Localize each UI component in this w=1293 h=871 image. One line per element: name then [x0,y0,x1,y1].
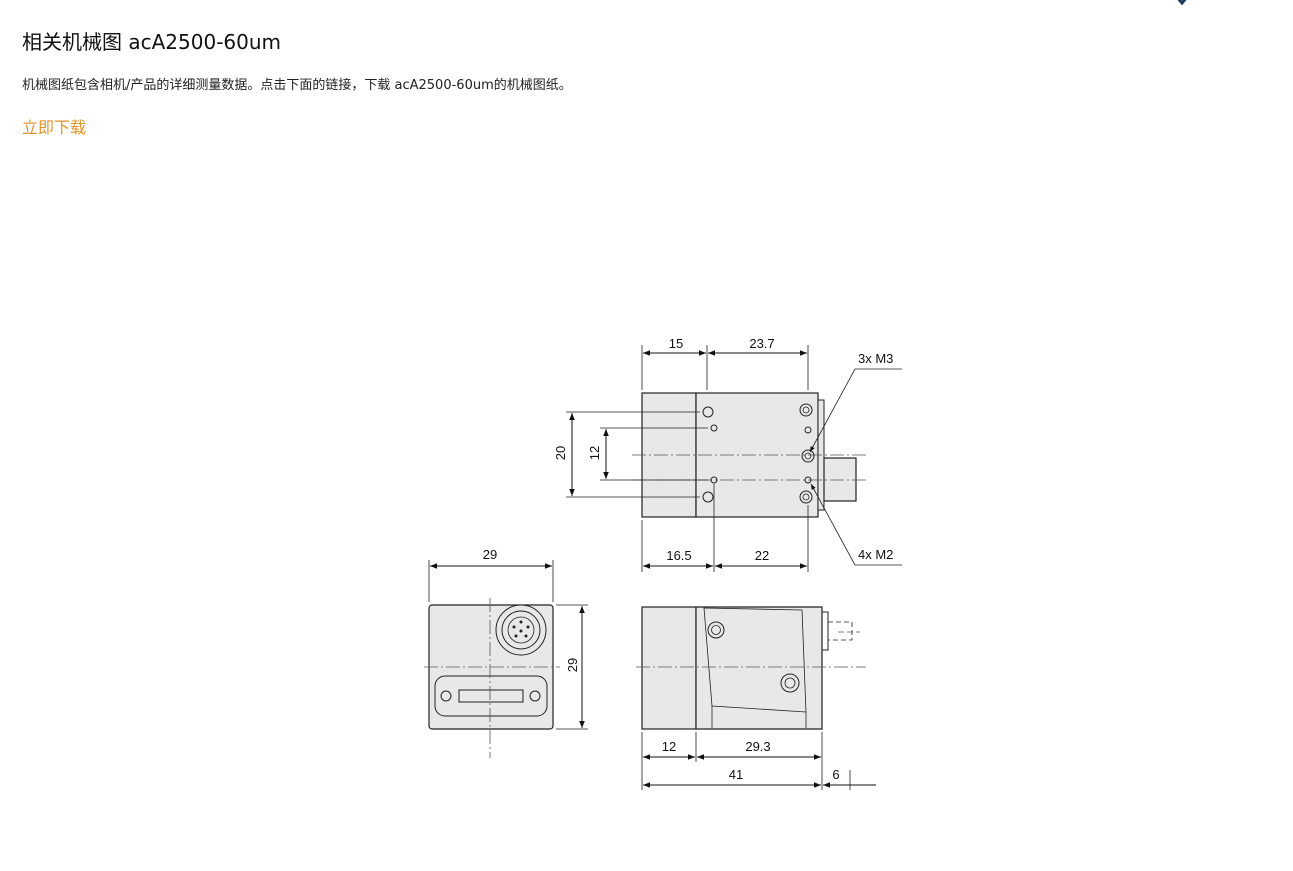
top-hole [710,476,718,484]
top-hole [799,490,813,504]
top-hole [702,491,714,503]
side-view-camera-body [695,606,823,730]
dim-label: 12 [587,446,602,460]
dim-label: 23.7 [749,336,774,351]
dim-label: 41 [729,767,743,782]
dim-label: 15 [669,336,683,351]
top-view: 15 23.7 3x M3 4x M2 20 12 16.5 22 [553,336,902,572]
top-hole [710,424,718,432]
top-hole [802,493,810,501]
dim-label: 29 [483,547,497,562]
front-view: 29 29 [424,547,588,758]
top-hole [804,426,812,434]
dim-label: 29.3 [745,739,770,754]
page-title: 相关机械图 acA2500-60um [22,30,282,54]
top-view-connector-plug [823,457,857,502]
top-hole [804,476,812,484]
top-hole [799,403,813,417]
top-hole [702,406,714,418]
page-description: 机械图纸包含相机/产品的详细测量数据。点击下面的链接，下载 acA2500-60… [22,78,572,93]
top-hole [801,449,815,463]
chevron-down-icon[interactable] [1176,0,1188,6]
side-view: 12 29.3 41 6 [636,606,876,790]
dim-label: 12 [662,739,676,754]
thread-label-m3: 3x M3 [858,351,893,366]
dim-label: 6 [832,767,839,782]
download-now-link[interactable]: 立即下载 [22,118,87,137]
top-hole [804,452,812,460]
thread-label-m2: 4x M2 [858,547,893,562]
dim-label: 29 [565,658,580,672]
top-hole [802,406,810,414]
dim-label: 16.5 [666,548,691,563]
dim-label: 20 [553,446,568,460]
dim-label: 22 [755,548,769,563]
side-view-lens-section [641,606,697,730]
